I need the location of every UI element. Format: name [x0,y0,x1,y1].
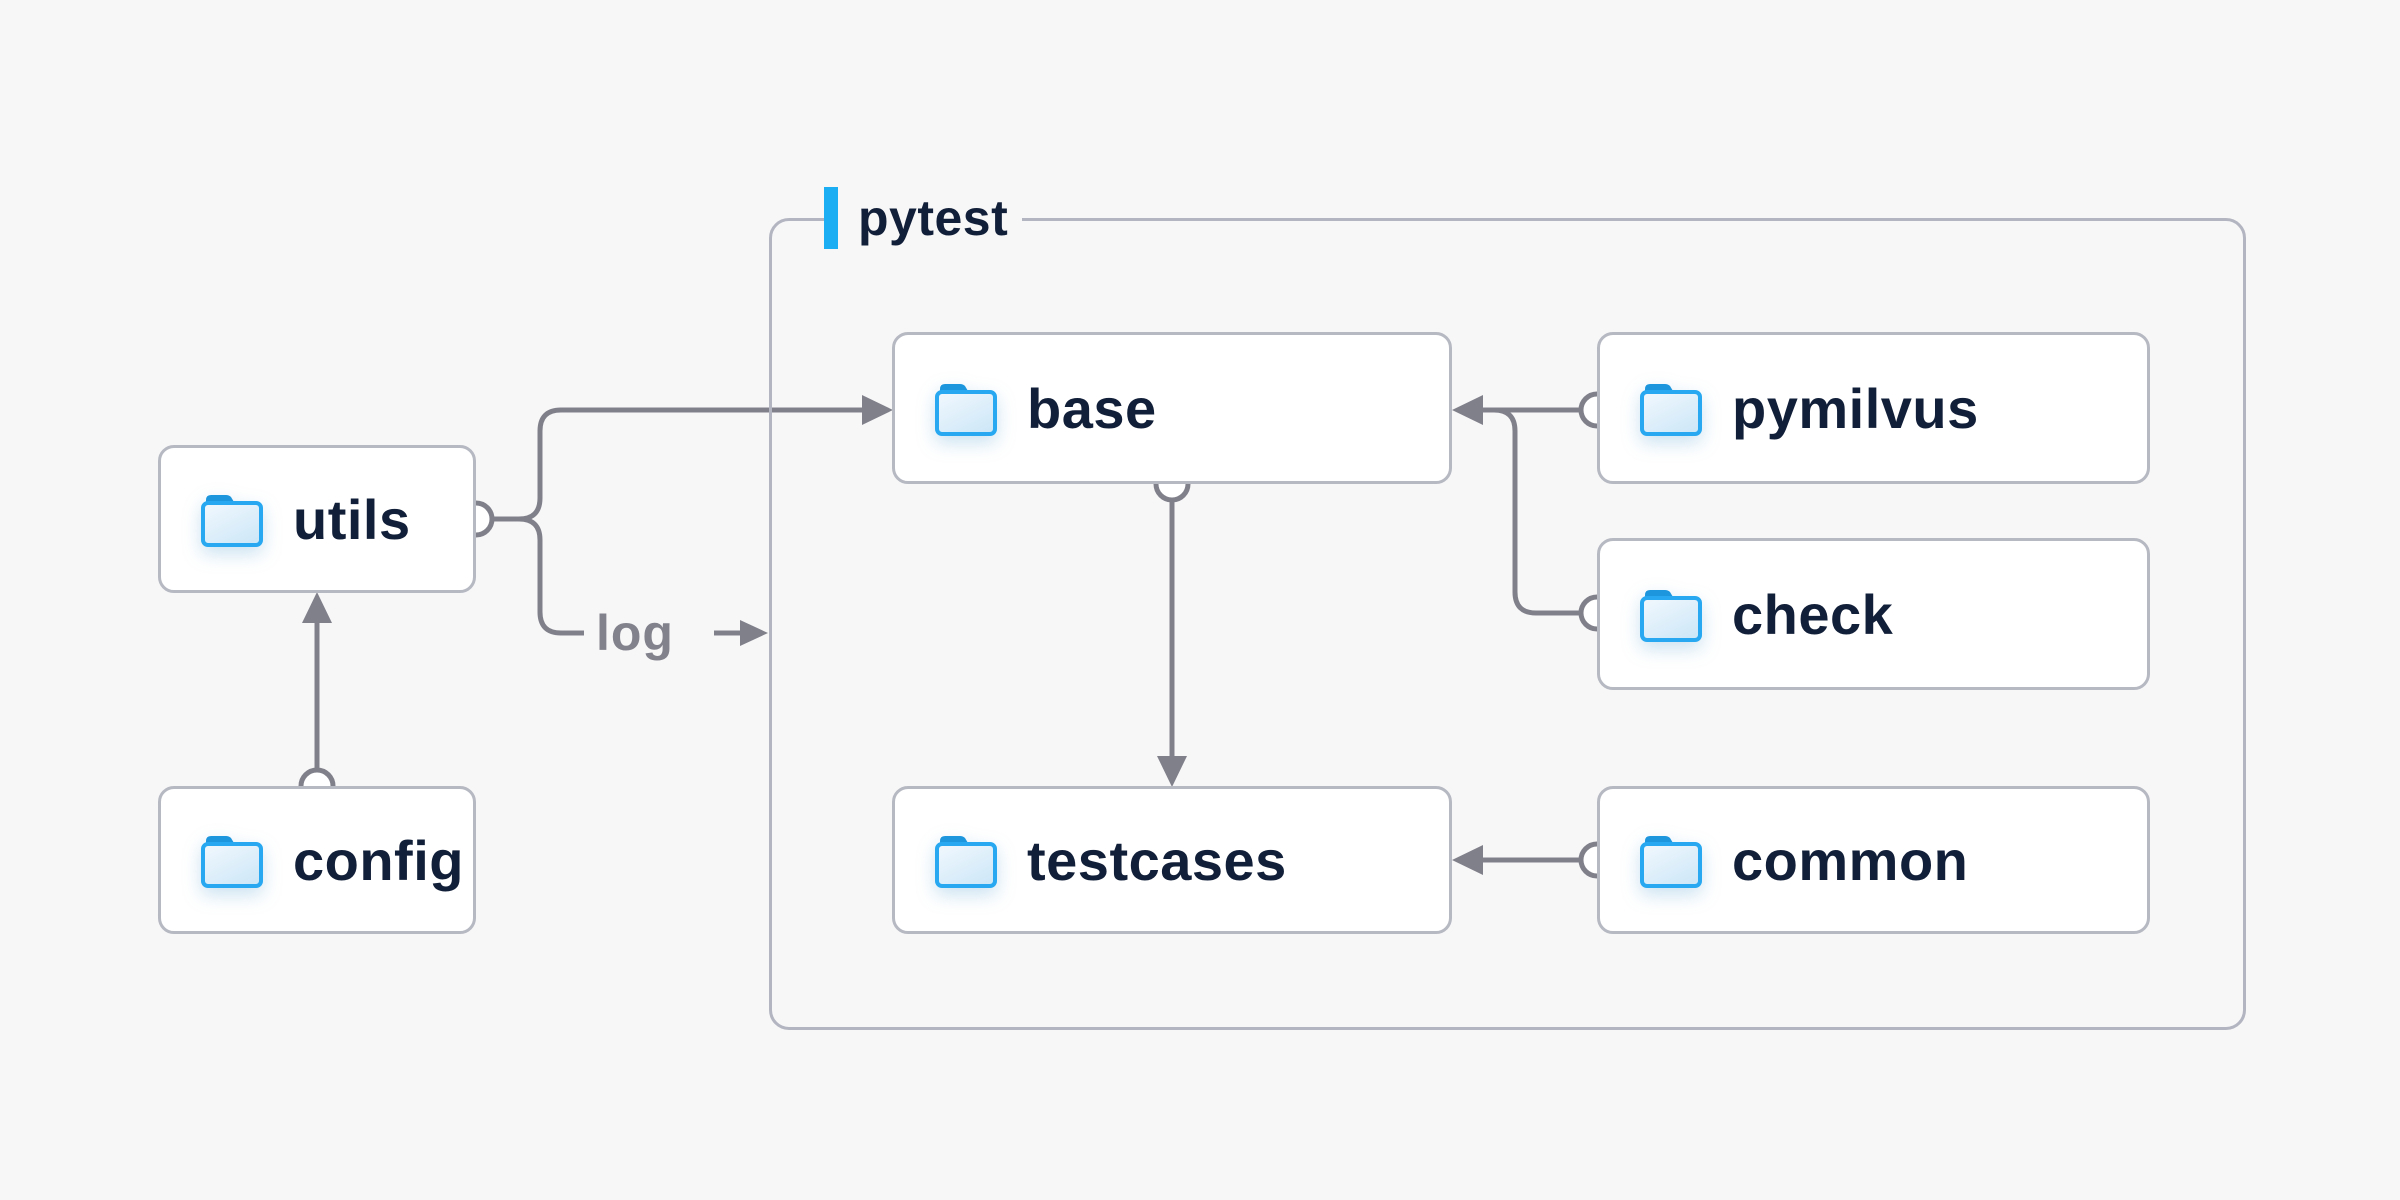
node-label: testcases [1027,828,1287,892]
node-label: utils [293,487,411,551]
edge-config-to-utils [302,592,332,770]
edge-check-to-base [1493,407,1581,616]
folder-icon [1640,384,1702,436]
node-utils: utils [158,445,476,593]
folder-icon [201,836,263,888]
folder-icon [1640,590,1702,642]
node-check: check [1597,538,2150,690]
node-label: check [1732,582,1894,646]
edge-label-log: log [596,605,674,661]
node-label: base [1027,376,1157,440]
pytest-group-label: pytest [824,186,1023,250]
node-config: config [158,786,476,934]
folder-icon [935,384,997,436]
node-testcases: testcases [892,786,1452,934]
edge-utils-to-log [492,516,768,646]
node-pymilvus: pymilvus [1597,332,2150,484]
folder-icon [935,836,997,888]
folder-icon [201,495,263,547]
group-title-text: pytest [858,190,1009,246]
edge-common-to-testcases [1452,845,1581,875]
node-common: common [1597,786,2150,934]
node-label: pymilvus [1732,376,1979,440]
node-label: common [1732,828,1969,892]
pytest-group-container [769,218,2246,1030]
folder-icon [1640,836,1702,888]
accent-bar-icon [824,187,838,249]
node-label: config [293,828,464,892]
node-base: base [892,332,1452,484]
edge-base-to-testcases [1157,500,1187,787]
